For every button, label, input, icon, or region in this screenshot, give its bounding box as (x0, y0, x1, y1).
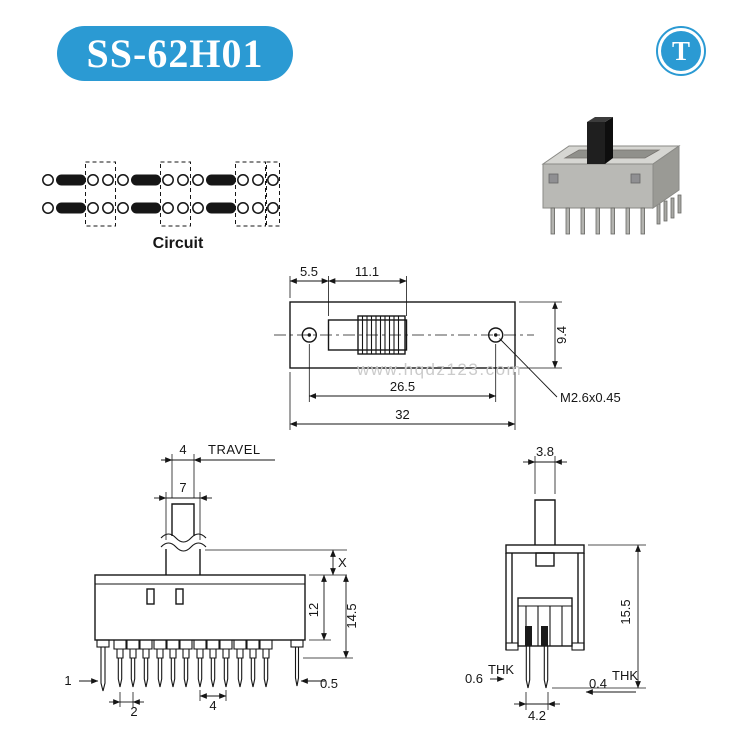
thread-spec-label: M2.6x0.45 (560, 390, 621, 405)
dim-total-height-label: 14.5 (344, 603, 359, 628)
slider-knob (587, 117, 613, 164)
mount-pin-left (100, 647, 106, 692)
dim-total-height-side-label: 15.5 (618, 599, 633, 624)
circuit-contacts (42, 161, 280, 227)
front-view-outline (94, 503, 306, 692)
model-number-text: SS-62H01 (86, 31, 264, 76)
side-view-outline (505, 499, 585, 689)
switch-pins (550, 207, 645, 235)
front-view-drawing: 4 TRAVEL 7 X 12 14.5 1 2 4 (64, 442, 359, 719)
position-dashed-boxes (85, 161, 280, 227)
dim-left-offset-label: 5.5 (300, 264, 318, 279)
mount-pin-right (294, 647, 300, 687)
side-view-drawing: 3.8 15.5 0.6 THK 0.4 THK 4.2 (465, 444, 646, 723)
top-view-drawing: 5.5 11.1 9.4 26.5 32 M2.6x0.45 (274, 264, 621, 430)
dim-thk-right-value-label: 0.4 (589, 676, 607, 691)
mounting-hole-right (487, 327, 504, 343)
top-view-outline (274, 301, 534, 369)
mounting-hole-left (301, 327, 317, 343)
terminal-contact-left (525, 626, 532, 646)
dim-slot-width-label: 11.1 (355, 264, 379, 279)
indicator-slot-left (146, 588, 155, 605)
front-view-dimensions: 4 TRAVEL 7 X 12 14.5 1 2 4 (64, 442, 359, 719)
circuit-diagram: Circuit (42, 161, 280, 252)
terminal-pins (117, 658, 269, 688)
terminal-necks (116, 648, 270, 659)
brand-logo: T (656, 26, 706, 76)
dim-pin-span-label: 4 (209, 698, 216, 713)
terminal-contact-right (541, 626, 548, 646)
dim-stem-width-label: 4 (179, 442, 186, 457)
dim-knob-width-label: 7 (179, 480, 186, 495)
indicator-slot-right (175, 588, 184, 605)
dim-pin-pitch-label: 2 (130, 704, 137, 719)
dim-right-pin-label: 0.5 (320, 676, 338, 691)
side-view-dimensions: 3.8 15.5 0.6 THK 0.4 THK 4.2 (465, 444, 646, 723)
top-view-dimensions: 5.5 11.1 9.4 26.5 32 M2.6x0.45 (289, 264, 621, 430)
brand-logo-letter: T (661, 31, 701, 71)
dim-height-label: 9.4 (554, 326, 569, 344)
dim-thk-left-value-label: 0.6 (465, 671, 483, 686)
dim-mount-pin-label: 1 (64, 673, 71, 688)
travel-label: TRAVEL (208, 442, 261, 457)
model-badge: SS-62H01 (57, 26, 293, 81)
dim-thk-left-unit-label: THK (488, 662, 514, 677)
dim-x-label: X (338, 555, 347, 570)
dim-stem-depth-label: 3.8 (536, 444, 554, 459)
circuit-label: Circuit (153, 235, 204, 252)
terminal-bases (113, 639, 273, 650)
dim-thk-right-unit-label: THK (612, 668, 638, 683)
side-pins (525, 646, 549, 689)
dim-pin-span-side-label: 4.2 (528, 708, 546, 723)
switch-photo (541, 117, 682, 235)
switch-3d-body (541, 117, 682, 235)
dim-hole-spacing-label: 26.5 (390, 379, 415, 394)
dim-total-width-label: 32 (395, 407, 409, 422)
dim-body-height-label: 12 (306, 603, 321, 617)
